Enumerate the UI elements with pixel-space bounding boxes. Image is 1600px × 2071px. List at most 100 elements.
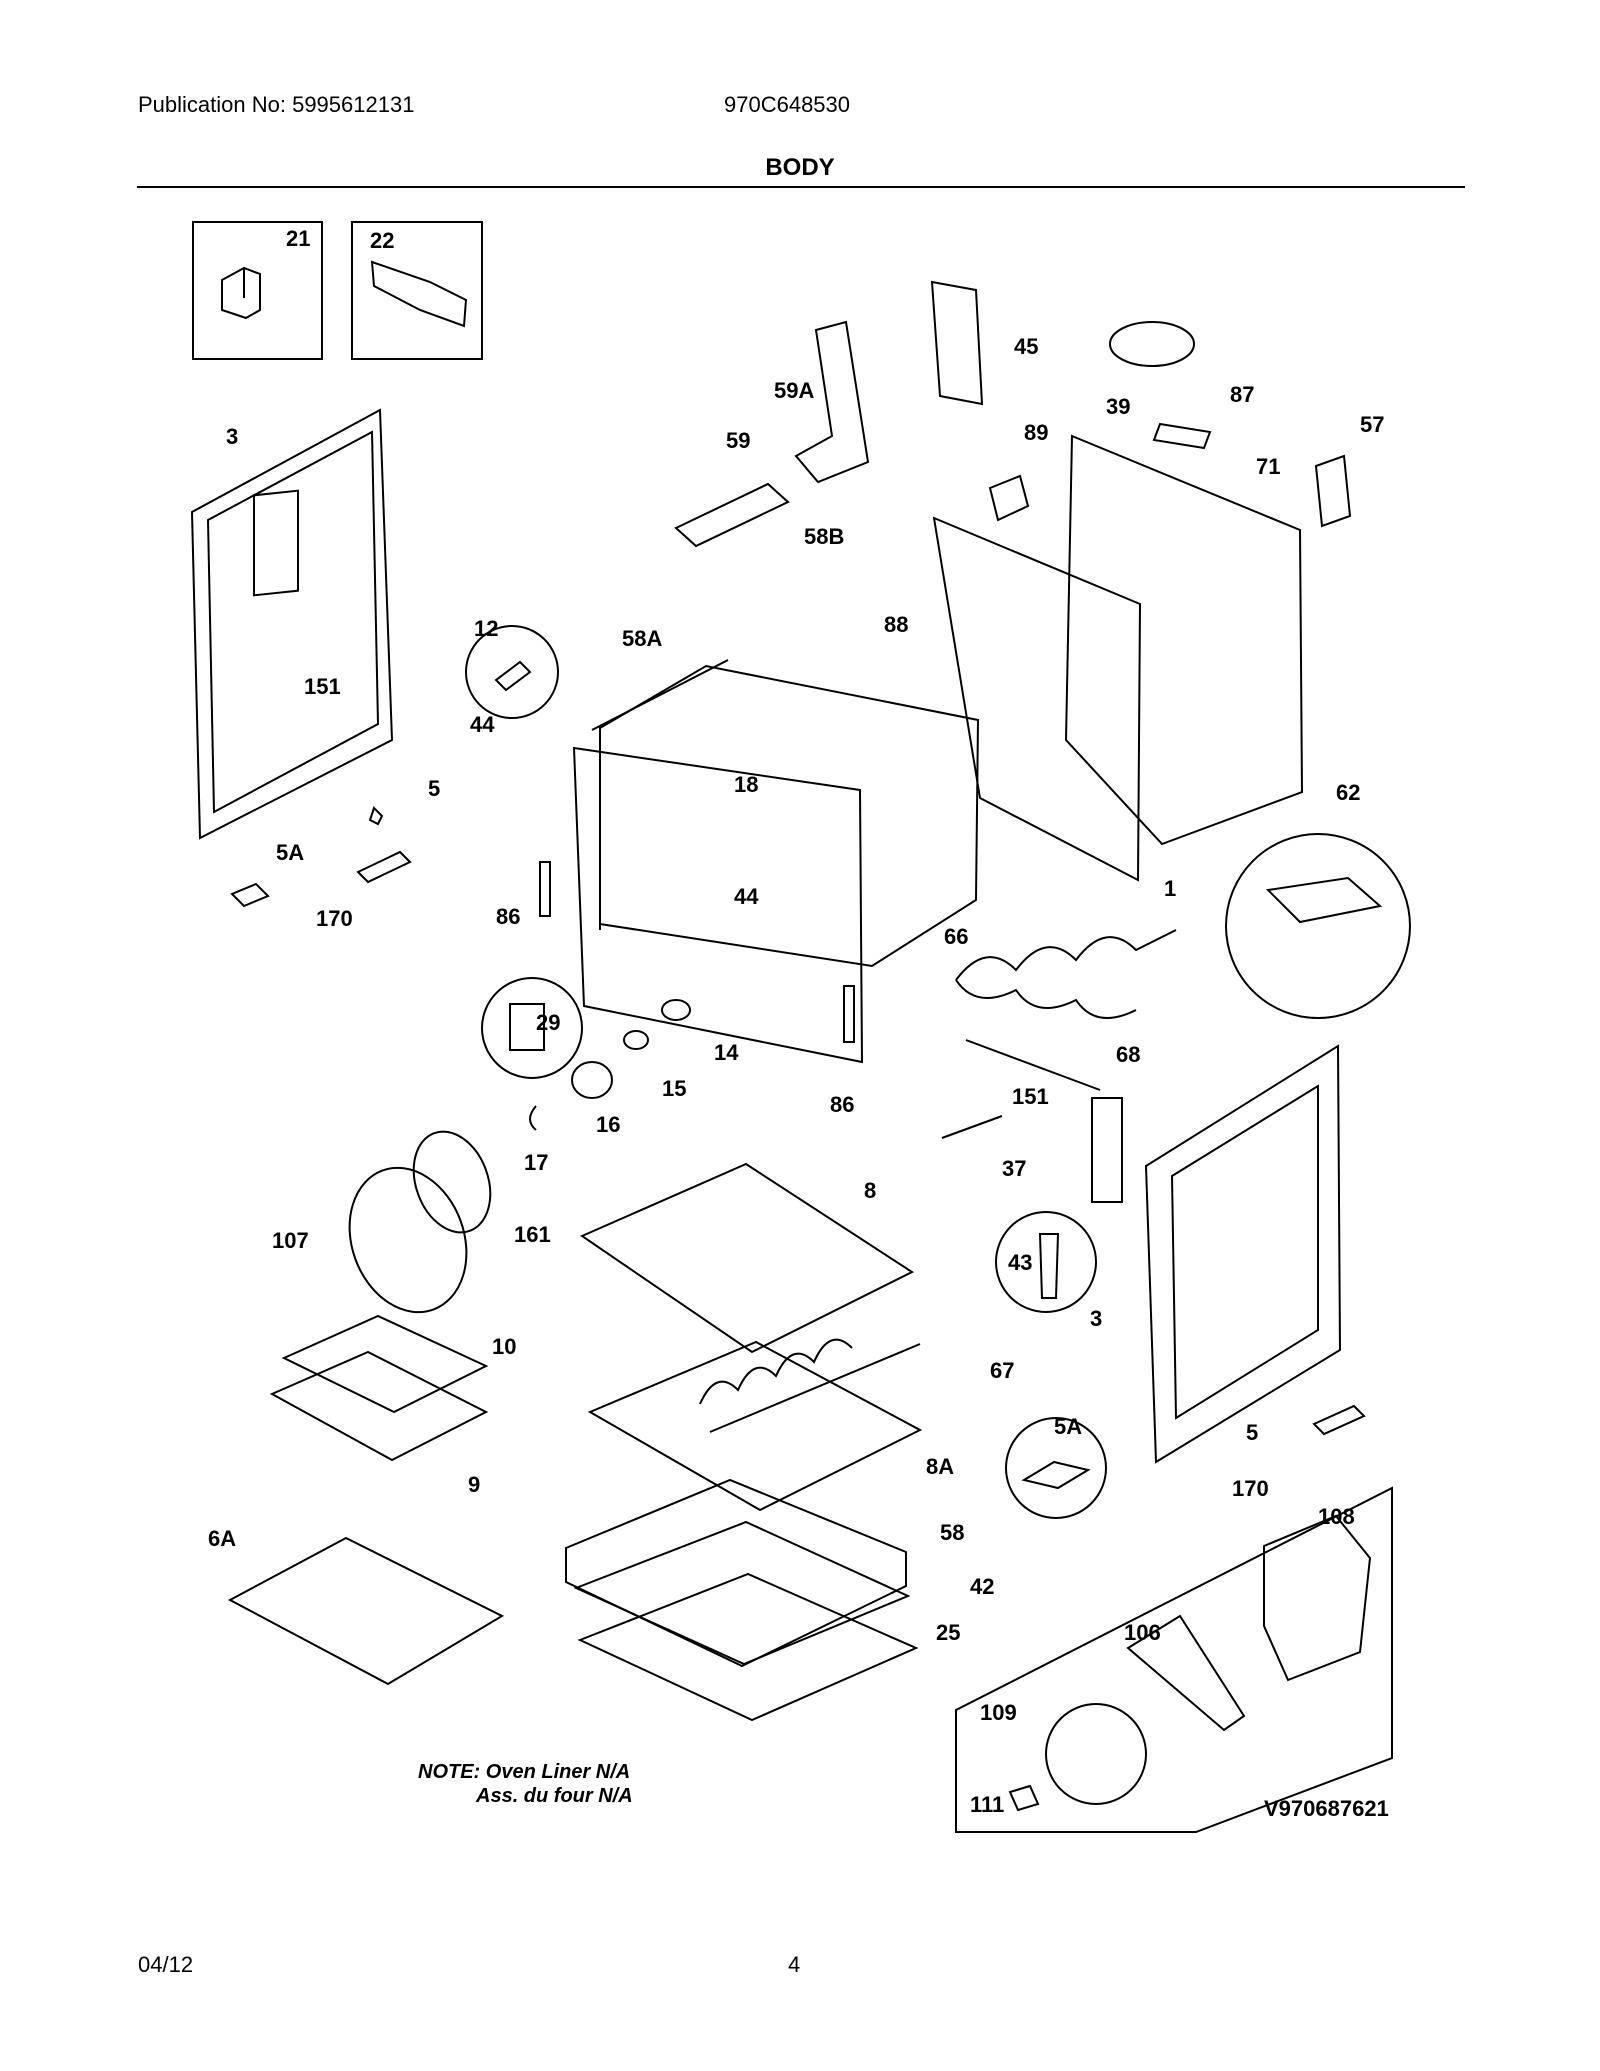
part-29-switch	[509, 1003, 545, 1051]
callout-3-left: 3	[226, 424, 238, 449]
callout-10: 10	[492, 1334, 516, 1359]
right-panel-bracket-151	[1091, 1097, 1123, 1203]
part-68-wire	[965, 1039, 1101, 1091]
part-89-bracket	[988, 474, 1030, 522]
bottom-panel-42	[573, 1520, 911, 1666]
back-panel-71	[1064, 434, 1304, 846]
publication-date: 04/12	[138, 1952, 194, 1977]
part-57-cover	[1314, 454, 1352, 528]
part-5A-leg	[1021, 1460, 1091, 1490]
callout-37: 37	[1002, 1156, 1026, 1181]
bottom-insulation-58	[565, 1478, 907, 1668]
callout-57: 57	[1360, 412, 1384, 437]
gasket-161	[412, 1130, 492, 1234]
callout-21: 21	[286, 226, 310, 251]
left-side-panel	[190, 408, 394, 840]
callout-58B: 58B	[804, 524, 844, 549]
part-86-right	[843, 985, 855, 1043]
callout-15: 15	[662, 1076, 686, 1101]
callout-18: 18	[734, 772, 758, 797]
vent-box-45	[930, 280, 984, 406]
part-111-nut	[1008, 1784, 1040, 1812]
bake-element-67	[699, 1338, 921, 1433]
model-number: 970C648530	[724, 92, 851, 117]
part-15-bulb	[623, 1030, 649, 1050]
callout-71: 71	[1256, 454, 1280, 479]
callout-39: 39	[1106, 394, 1130, 419]
callout-16: 16	[596, 1112, 620, 1137]
part-21-clip	[221, 266, 261, 320]
part-170-right	[1312, 1404, 1366, 1436]
broil-element-66	[955, 929, 1177, 1019]
callout-6A: 6A	[208, 1526, 236, 1551]
publication-number: Publication No: 5995612131	[138, 92, 415, 117]
part-62-terminal-block	[1265, 876, 1383, 924]
part-43-screw	[1038, 1233, 1060, 1299]
callout-86-right: 86	[830, 1092, 854, 1117]
callout-3-right: 3	[1090, 1306, 1102, 1331]
callout-45: 45	[1014, 334, 1038, 359]
left-panel-bracket	[253, 489, 299, 597]
callout-68: 68	[1116, 1042, 1140, 1067]
callout-17: 17	[524, 1150, 548, 1175]
right-side-panel	[1144, 1044, 1342, 1464]
inset-circle-29	[481, 977, 583, 1079]
part-12-sensor	[494, 660, 532, 692]
callout-67: 67	[990, 1358, 1014, 1383]
inset-circle-43	[995, 1211, 1097, 1313]
callout-14: 14	[714, 1040, 739, 1065]
page-title: BODY	[765, 154, 835, 181]
callout-58: 58	[940, 1520, 964, 1545]
inset-circle-12	[465, 625, 559, 719]
callout-44-left: 44	[470, 712, 495, 737]
callout-170-right: 170	[1232, 1476, 1269, 1501]
bottom-cover-25	[577, 1572, 919, 1722]
callout-22: 22	[370, 228, 394, 253]
callout-109: 109	[980, 1700, 1017, 1725]
note-line-2: Ass. du four N/A	[475, 1785, 633, 1807]
part-17-clip	[529, 1105, 537, 1131]
callout-59A: 59A	[774, 378, 814, 403]
part-86-left	[539, 861, 551, 917]
callout-161: 161	[514, 1222, 551, 1247]
callout-42: 42	[970, 1574, 994, 1599]
callout-5-left: 5	[428, 776, 440, 801]
header-divider	[137, 186, 1465, 188]
callout-58A: 58A	[622, 626, 662, 651]
part-5A-leveler	[230, 882, 270, 908]
callout-62: 62	[1336, 780, 1360, 805]
inset-circle-62	[1225, 833, 1411, 1019]
callout-29: 29	[536, 1010, 560, 1035]
duct-59A	[794, 320, 870, 484]
callout-89: 89	[1024, 420, 1048, 445]
callout-106: 106	[1124, 1620, 1161, 1645]
note-line-1: NOTE: Oven Liner N/A	[418, 1761, 630, 1783]
callout-9: 9	[468, 1472, 480, 1497]
callout-5A-right: 5A	[1054, 1414, 1082, 1439]
part-108-motor	[1263, 1514, 1372, 1682]
callout-5-right: 5	[1246, 1420, 1258, 1445]
part-87-plate	[1152, 422, 1212, 450]
diagram-code: V970687621	[1264, 1796, 1389, 1821]
callout-1: 1	[1164, 876, 1176, 901]
inset-box-22	[351, 221, 483, 360]
tray-8A	[587, 1340, 923, 1512]
page-number: 4	[788, 1952, 801, 1977]
callout-8A: 8A	[926, 1454, 954, 1479]
inset-circle-5A	[1005, 1417, 1107, 1519]
duct-59	[674, 482, 790, 548]
callout-108: 108	[1318, 1504, 1355, 1529]
part-5-screw	[368, 806, 384, 826]
callout-88: 88	[884, 612, 908, 637]
callout-44-mid: 44	[734, 884, 759, 909]
callout-labels: 21 22 45 39 87 57 59A 89 71 3 59 58B 12 …	[208, 226, 1389, 1821]
callout-107: 107	[272, 1228, 309, 1253]
callout-25: 25	[936, 1620, 960, 1645]
part-22-bracket	[370, 260, 468, 328]
callout-111: 111	[970, 1792, 1004, 1817]
inset-box-21	[192, 221, 323, 360]
broil-pan-9	[269, 1350, 489, 1462]
callout-151-right: 151	[1012, 1084, 1049, 1109]
part-170-bracket	[356, 850, 412, 884]
